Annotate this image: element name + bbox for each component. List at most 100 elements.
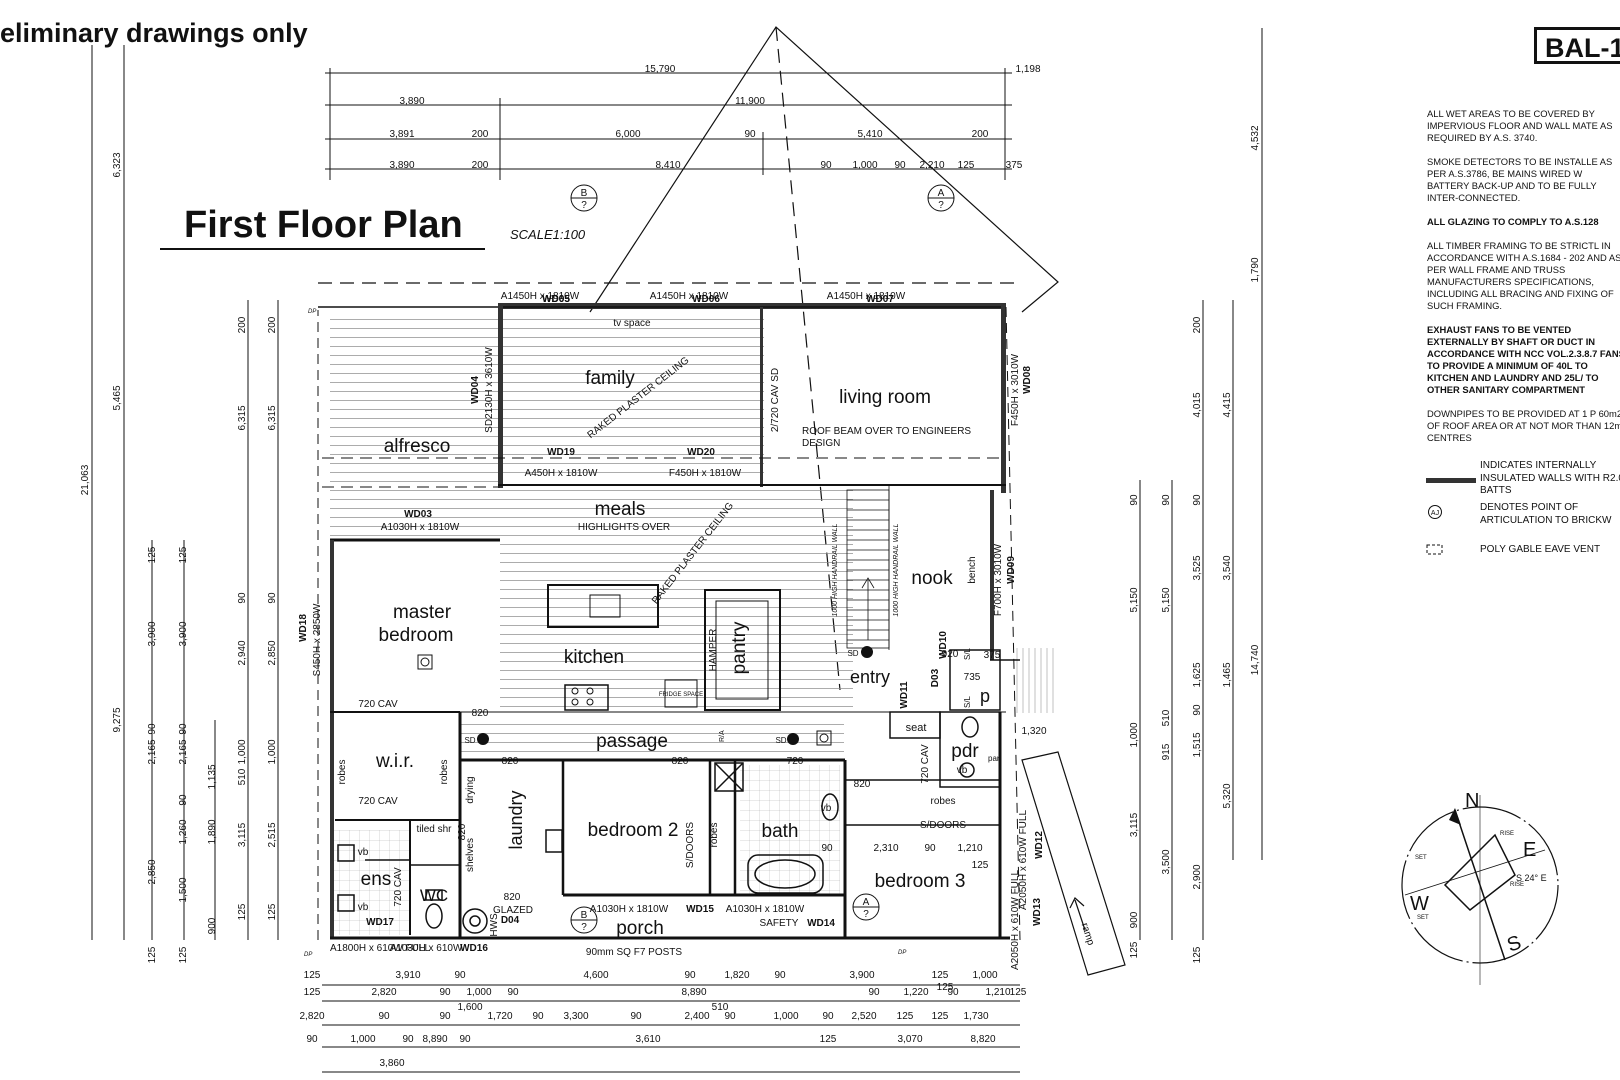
- dim-left-0: 6,323: [112, 152, 123, 177]
- dim-right-16: 1,515: [1192, 732, 1203, 757]
- room-bedroom-2: bedroom 2: [588, 820, 679, 841]
- dim-bottom-12: 90: [439, 987, 451, 998]
- robes-label-3: robes: [709, 822, 720, 847]
- robes-label-4: robes: [930, 796, 955, 807]
- dim-left-7: 200: [267, 316, 278, 333]
- staircase: [846, 485, 890, 650]
- roof-beam-label-2: DESIGN: [802, 438, 840, 449]
- dim-bottom-3: 4,600: [583, 970, 608, 981]
- dim-right-3: 4,415: [1222, 392, 1233, 417]
- dim-bottom-6: 90: [774, 970, 786, 981]
- dim-bottom-42: 8,890: [422, 1034, 447, 1045]
- dim-left-14: 90: [237, 592, 248, 604]
- bal-rating-box: BAL-1: [1534, 27, 1620, 64]
- section-marker-a-bottom: A ?: [852, 893, 880, 921]
- room-pantry: pantry: [729, 621, 750, 674]
- window-label-wd04s: SD2130H x 3610W: [484, 347, 495, 433]
- dim-top-2: 3,890: [399, 96, 424, 107]
- dim-bottom-32: 90: [724, 1011, 736, 1022]
- robes-label-2: robes: [439, 759, 450, 784]
- gable-vent-icon: [1426, 544, 1443, 555]
- section-marker-a-top: A ?: [927, 184, 955, 212]
- dimension-lines-right: [1139, 28, 1263, 940]
- dim-bottom-27: 1,720: [487, 1011, 512, 1022]
- dim-left-9: 3,900: [178, 621, 189, 646]
- section-marker-b-bottom: B ?: [570, 906, 598, 934]
- dim-bottom-2: 90: [454, 970, 466, 981]
- dim-left-11: 125: [178, 546, 189, 563]
- dim-top-1: 1,198: [1015, 64, 1040, 75]
- dim-bottom-25: 90: [378, 1011, 390, 1022]
- window-label-wd12: WD12: [1034, 831, 1045, 859]
- handrail-wall-label-1: 1000 HIGH HANDRAIL WALL: [832, 523, 839, 616]
- sidelight-label-2: S/L: [963, 695, 972, 708]
- svg-text:B: B: [581, 910, 588, 921]
- dim-right-4: 200: [1192, 316, 1203, 333]
- dim-bottom-0: 125: [304, 970, 321, 981]
- room-seat: seat: [906, 722, 927, 734]
- dim-left-8: 3,900: [147, 621, 158, 646]
- dim-left-17: 2,165: [178, 739, 189, 764]
- dim-bottom-47: 8,820: [970, 1034, 995, 1045]
- dim-door-4: 720: [787, 756, 804, 767]
- note-timber-framing: ALL TIMBER FRAMING TO BE STRICTL IN ACCO…: [1427, 240, 1620, 311]
- window-label-wd18: WD18: [298, 614, 309, 642]
- dim-bottom-5: 1,820: [724, 970, 749, 981]
- hamper-label: HAMPER: [708, 629, 719, 672]
- window-label-wd15s: A1030H x 1810W: [590, 904, 669, 915]
- dim-bottom-10: 125: [304, 987, 321, 998]
- dim-left-27: 1,890: [207, 819, 218, 844]
- shelves-label: shelves: [465, 838, 476, 872]
- dim-bottom-1: 3,910: [395, 970, 420, 981]
- dim-bottom-44: 3,610: [635, 1034, 660, 1045]
- sidelight-label-1: S/L: [963, 647, 972, 660]
- dim-bottom-30: 90: [630, 1011, 642, 1022]
- dim-bottom-45: 125: [820, 1034, 837, 1045]
- dim-left-24: 3,115: [237, 822, 248, 847]
- dim-left-1: 5,465: [112, 385, 123, 410]
- preliminary-stamp: eliminary drawings only: [0, 18, 308, 48]
- cav-label-4: 720 CAV: [920, 744, 931, 784]
- window-label-wd12s: A2050H x 610W FULL: [1018, 810, 1029, 910]
- dim-left-31: 125: [178, 946, 189, 963]
- room-kitchen: kitchen: [564, 647, 624, 668]
- dim-left-21: 90: [178, 723, 189, 735]
- svg-text:?: ?: [581, 922, 587, 933]
- scale-label: SCALE1:100: [510, 227, 586, 242]
- pan-label: pan: [988, 754, 1001, 763]
- smoke-detector-label-1: SD: [464, 736, 475, 745]
- dim-left-22: 1,135: [207, 764, 218, 789]
- dim-door-7: 820: [504, 892, 521, 903]
- dim-top-13: 90: [820, 160, 832, 171]
- dim-top-18: 375: [1006, 160, 1023, 171]
- dim-bottom-15: 8,890: [681, 987, 706, 998]
- dim-door-3: 820: [672, 756, 689, 767]
- note-exhaust-fans: EXHAUST FANS TO BE VENTED EXTERNALLY BY …: [1427, 324, 1620, 395]
- compass-set-1: SET: [1415, 855, 1427, 861]
- dim-bottom-36: 125: [897, 1011, 914, 1022]
- svg-text:?: ?: [581, 200, 587, 211]
- window-label-d03: D03: [930, 668, 941, 687]
- window-label-wd06: WD06: [692, 294, 720, 305]
- dim-door-6: 820: [457, 823, 468, 840]
- drying-label: drying: [465, 776, 476, 803]
- legend-insulated: INDICATES INTERNALLY INSULATED WALLS WIT…: [1424, 460, 1620, 502]
- sliding-doors-label-1: S/DOORS: [685, 822, 696, 868]
- dim-right-11: 90: [1161, 494, 1172, 506]
- dim-bed3-2: 2,310: [873, 843, 898, 854]
- svg-text:?: ?: [938, 200, 944, 211]
- room-family: family: [585, 368, 635, 389]
- dim-bottom-43: 90: [459, 1034, 471, 1045]
- general-notes: ALL WET AREAS TO BE COVERED BY IMPERVIOU…: [1427, 108, 1620, 456]
- dim-right-21: 2,900: [1192, 864, 1203, 889]
- dim-top-17: 125: [958, 160, 975, 171]
- page-title: First Floor Plan: [184, 204, 463, 246]
- dim-left-34: 125: [237, 903, 248, 920]
- dimension-lines-bottom: [322, 984, 1020, 1073]
- room-wir: w.i.r.: [375, 751, 414, 772]
- dim-right-1: 1,790: [1250, 257, 1261, 282]
- dim-right-15: 1,000: [1129, 722, 1140, 747]
- dim-right-29: 125: [1192, 946, 1203, 963]
- dim-bottom-4: 90: [684, 970, 696, 981]
